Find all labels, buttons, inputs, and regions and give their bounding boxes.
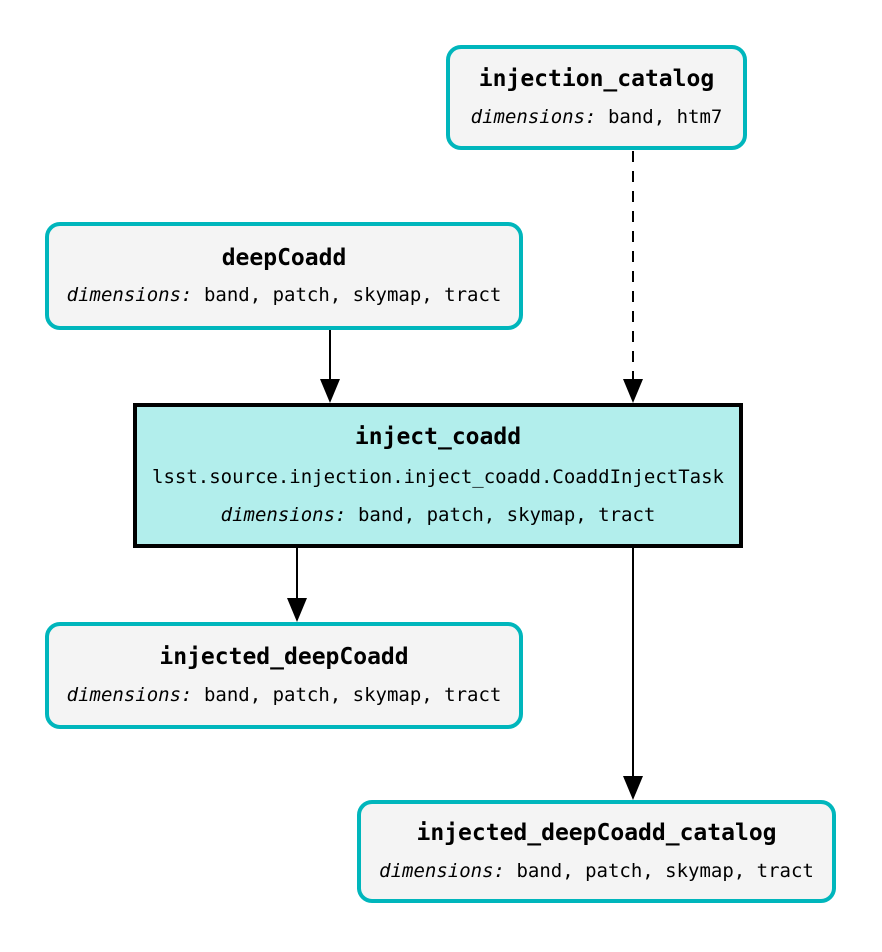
edge-deepcoadd-to-inject-coadd (320, 330, 340, 403)
dimensions-value: band, patch, skymap, tract (203, 683, 502, 706)
edge-inject-coadd-to-injected-deepcoadd (287, 548, 307, 622)
edge-inject-coadd-to-injected-deepcoadd-catalog (623, 548, 643, 800)
dimensions-label: dimensions: (66, 683, 193, 706)
node-dimensions: dimensions: band, htm7 (470, 105, 723, 128)
dimensions-value: band, htm7 (607, 105, 723, 128)
dimensions-label: dimensions: (220, 503, 347, 526)
edge-injection-catalog-to-inject-coadd (623, 151, 643, 403)
node-title: injection_catalog (478, 66, 715, 93)
task-class-path: lsst.source.injection.inject_coadd.Coadd… (152, 465, 724, 488)
node-dimensions: dimensions: band, patch, skymap, tract (220, 503, 656, 526)
node-title: inject_coadd (354, 424, 522, 451)
dimensions-value: band, patch, skymap, tract (516, 859, 814, 882)
node-title: injected_deepCoadd_catalog (416, 820, 777, 847)
node-dimensions: dimensions: band, patch, skymap, tract (66, 683, 502, 706)
node-injected-deepcoadd: injected_deepCoadd dimensions: band, pat… (45, 622, 523, 729)
node-deepcoadd: deepCoadd dimensions: band, patch, skyma… (45, 222, 523, 330)
arrowhead-icon (287, 598, 307, 622)
node-dimensions: dimensions: band, patch, skymap, tract (379, 859, 814, 882)
node-inject-coadd-task: inject_coadd lsst.source.injection.injec… (133, 403, 743, 548)
node-title: injected_deepCoadd (159, 644, 409, 671)
node-injection-catalog: injection_catalog dimensions: band, htm7 (446, 45, 747, 150)
dimensions-label: dimensions: (379, 859, 505, 882)
dimensions-value: band, patch, skymap, tract (357, 503, 656, 526)
arrowhead-icon (320, 379, 340, 403)
dimensions-label: dimensions: (470, 105, 597, 128)
dimensions-label: dimensions: (66, 284, 193, 307)
node-injected-deepcoadd-catalog: injected_deepCoadd_catalog dimensions: b… (357, 800, 836, 903)
arrowhead-icon (623, 379, 643, 403)
arrowhead-icon (623, 776, 643, 800)
node-dimensions: dimensions: band, patch, skymap, tract (66, 284, 502, 307)
node-title: deepCoadd (221, 244, 347, 271)
dimensions-value: band, patch, skymap, tract (203, 284, 502, 307)
